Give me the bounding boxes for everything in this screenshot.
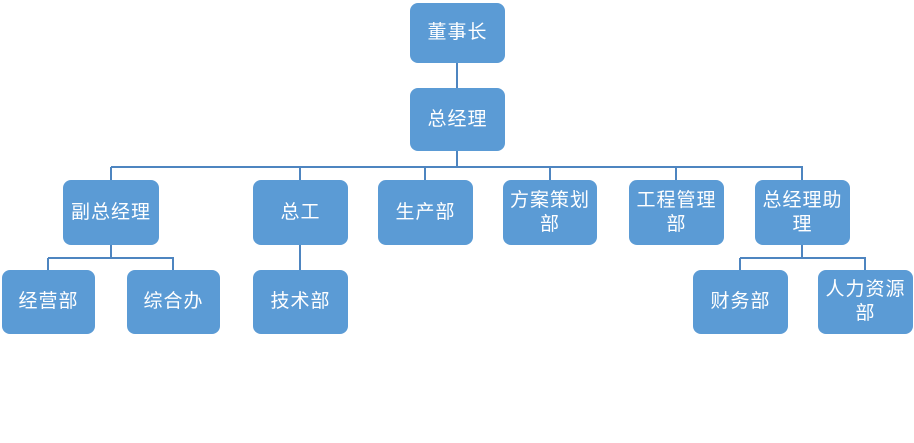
connector-line [739,258,741,270]
connector-line [740,257,866,259]
org-node-label: 总经理 [427,107,488,130]
connector-line [47,258,49,270]
connector-line [299,245,301,270]
org-node-label: 经营部 [18,290,79,313]
org-node-deputy-general-manager[interactable]: 副总经理 [63,180,159,245]
org-node-label: 工程管理 部 [636,188,717,235]
org-node-technical-dept[interactable]: 技术部 [253,270,348,334]
org-node-planning-dept[interactable]: 方案策划 部 [503,180,597,245]
org-node-chairman[interactable]: 董事长 [410,3,505,63]
org-node-label: 人力资源 部 [825,278,906,324]
org-node-label: 董事长 [427,21,488,44]
connector-line [456,63,458,88]
org-node-gm-assistant[interactable]: 总经理助 理 [755,180,850,245]
org-node-label: 综合办 [143,290,204,313]
org-node-hr-dept[interactable]: 人力资源 部 [818,270,913,334]
connector-line [801,245,803,258]
connector-line [801,167,803,180]
org-node-general-manager[interactable]: 总经理 [410,88,505,151]
org-node-label: 技术部 [270,290,331,313]
connector-line [110,245,112,258]
connector-line [424,167,426,180]
org-node-chief-engineer[interactable]: 总工 [253,180,348,245]
org-node-label: 总工 [280,200,321,223]
org-node-label: 方案策划 部 [509,188,590,235]
connector-line [299,167,301,180]
connector-line [48,257,174,259]
connector-line [549,167,551,180]
connector-line [675,167,677,180]
org-node-label: 副总经理 [70,200,151,223]
org-node-general-office[interactable]: 综合办 [127,270,220,334]
connector-line [110,167,112,180]
org-node-engineering-management-dept[interactable]: 工程管理 部 [629,180,724,245]
org-node-finance-dept[interactable]: 财务部 [693,270,788,334]
connector-line [111,166,803,168]
connector-line [864,258,866,270]
org-node-label: 总经理助 理 [762,188,843,235]
connector-line [456,151,458,167]
connector-line [172,258,174,270]
org-node-label: 财务部 [710,290,771,313]
org-node-operations-dept[interactable]: 经营部 [2,270,95,334]
org-node-production-dept[interactable]: 生产部 [378,180,473,245]
org-node-label: 生产部 [395,200,456,223]
